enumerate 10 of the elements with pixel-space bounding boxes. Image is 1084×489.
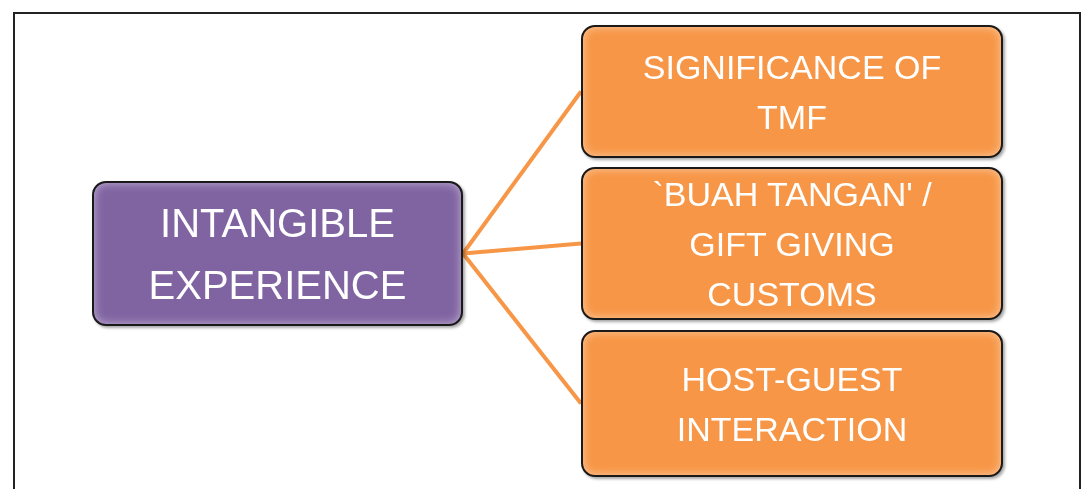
concept-box [581, 167, 1003, 320]
concept-box [581, 25, 1003, 158]
concept-box [92, 181, 463, 326]
node-text: SIGNIFICANCE OF TMF [641, 46, 943, 138]
connector-line [462, 241, 582, 256]
concept-box [581, 330, 1003, 477]
node-text: `BUAH TANGAN' / GIFT GIVING CUSTOMS [651, 173, 933, 315]
connector-line [461, 252, 583, 405]
node-text: INTANGIBLE EXPERIENCE [147, 199, 408, 309]
node-text: HOST-GUEST INTERACTION [675, 358, 909, 450]
